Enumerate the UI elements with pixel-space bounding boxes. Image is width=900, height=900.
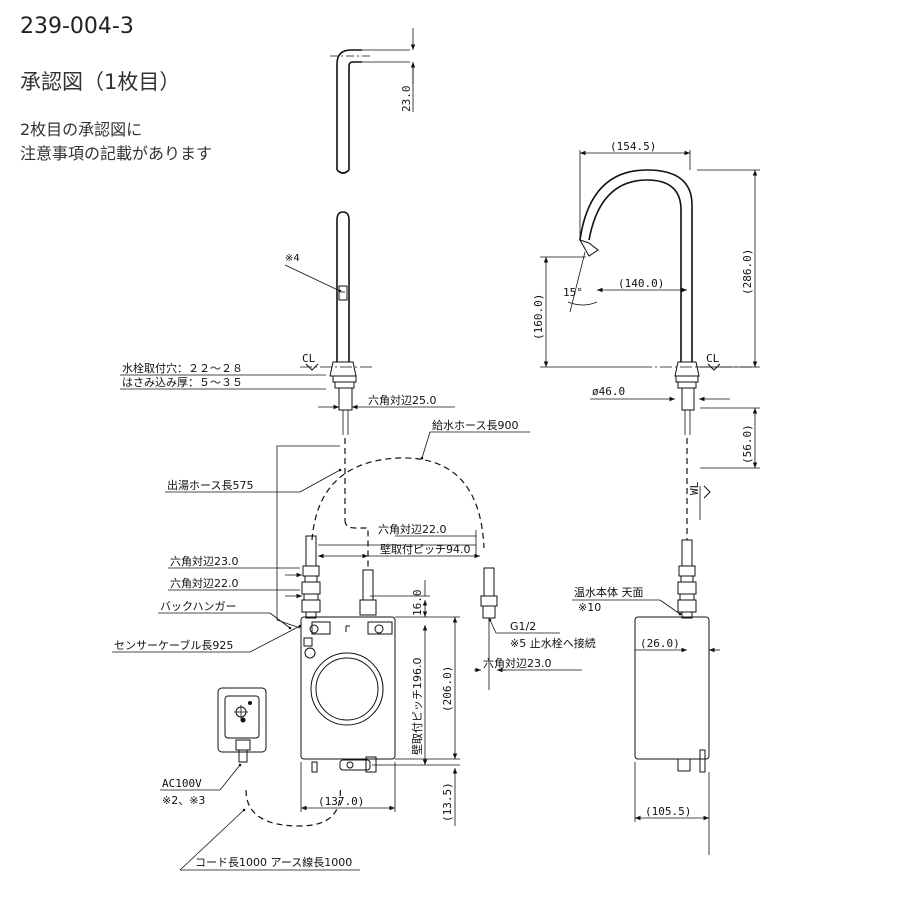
outlet-hose-label: 出湯ホース長575 (167, 478, 253, 492)
hex-23-right-label: 六角対辺23.0 (483, 656, 552, 670)
note-line-2: 注意事項の記載があります (20, 144, 213, 163)
dim-15-degrees: 15° (563, 286, 583, 299)
hex-22-left-label: 六角対辺22.0 (170, 576, 239, 590)
cord-length-label: コード長1000 アース線長1000 (195, 855, 352, 869)
g12-label: G1/2 (510, 620, 536, 633)
wall-pitch-196-label: 壁取付ピッチ196.0 (410, 658, 424, 756)
sensor-cable-label: センサーケーブル長925 (114, 638, 233, 652)
dim-154-5: (154.5) (610, 140, 656, 153)
clamp-thickness-label: はさみ込み厚：５～３５ (122, 376, 243, 389)
supply-hose-label: 給水ホース長900 (432, 418, 518, 432)
document-title: 承認図（1枚目） (20, 70, 181, 94)
document-number: 239-004-3 (20, 14, 134, 39)
dim-16: 16.0 (411, 590, 424, 617)
spout-top-view: 23.0 (330, 28, 416, 174)
faucet-side-view: CL (154.5) (286.0) (140.0) (160.0) 15° ø… (532, 140, 760, 540)
dim-286: (286.0) (741, 249, 754, 295)
wall-pitch-94-label: 壁取付ピッチ94.0 (380, 542, 471, 556)
dim-26: (26.0) (640, 637, 680, 650)
dim-46: ø46.0 (592, 385, 625, 398)
dim-13-5: (13.5) (441, 782, 454, 822)
dim-137: (137.0) (318, 795, 364, 808)
dim-206: (206.0) (441, 666, 454, 712)
cl-label-left: CL (302, 352, 316, 365)
heater-side-view: 温水本体 天面 ※10 (26.0) (105.5) (572, 539, 720, 855)
ac100v-label: AC100V (162, 777, 202, 790)
dim-160: (160.0) (532, 294, 545, 340)
wl-label: WL (688, 481, 701, 495)
faucet-front-view: CL ※4 水栓取付穴：２２～２８ はさみ込み厚：５～３５ 六角対辺25.0 (120, 211, 455, 435)
mount-hole-label: 水栓取付穴：２２～２８ (122, 361, 243, 375)
mark-2-3-label: ※2、※3 (162, 794, 205, 807)
dim-56: (56.0) (741, 424, 754, 464)
power-plug: AC100V ※2、※3 コード長1000 アース線長1000 (160, 687, 360, 871)
mark-10-label: ※10 (578, 601, 601, 614)
heater-top-label: 温水本体 天面 (574, 585, 644, 599)
hoses: 給水ホース長900 出湯ホース長575 (165, 418, 530, 827)
heater-front-view: 六角対辺22.0 壁取付ピッチ94.0 六角対辺23.0 六角対辺22.0 バッ… (112, 522, 480, 826)
mark-5-label: ※5 止水栓へ接続 (510, 636, 596, 650)
dim-105-5: (105.5) (645, 805, 691, 818)
hex-23-left-label: 六角対辺23.0 (170, 554, 239, 568)
note-line-1: 2枚目の承認図に (20, 120, 143, 139)
back-hanger-label: バックハンガー (160, 600, 236, 613)
cl-label-right: CL (706, 352, 720, 365)
stop-valve-fitting: G1/2 ※5 止水栓へ接続 六角対辺23.0 (474, 567, 596, 690)
mark-4-label: ※4 (285, 253, 300, 264)
hex-22-top-label: 六角対辺22.0 (378, 522, 447, 536)
dim-23: 23.0 (400, 86, 413, 113)
hex-25-label: 六角対辺25.0 (368, 393, 437, 407)
dim-140: (140.0) (618, 277, 664, 290)
